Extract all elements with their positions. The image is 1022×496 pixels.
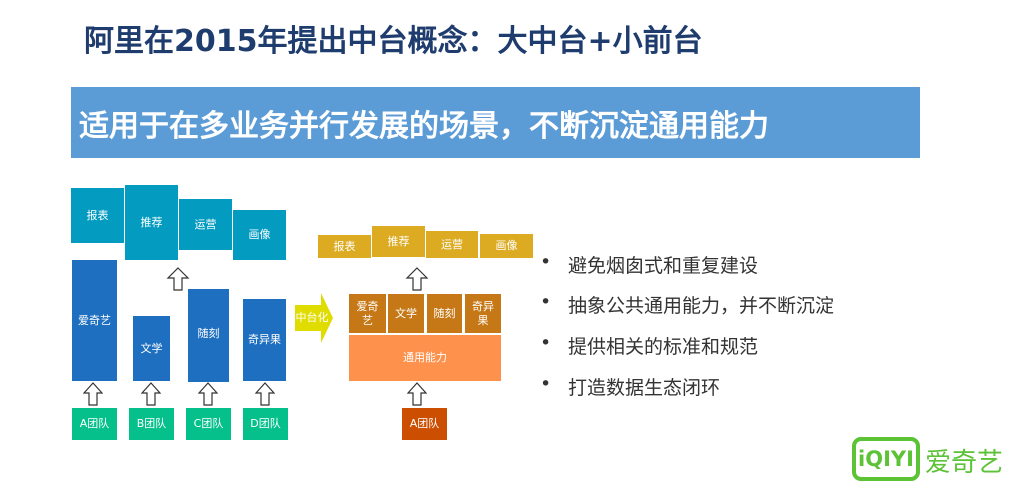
up-arrow-icon <box>166 267 190 291</box>
left-product-iqiyi: 爱奇艺 <box>72 260 117 381</box>
right-app-report: 报表 <box>318 235 371 258</box>
page-title: 阿里在2015年提出中台概念：大中台+小前台 <box>84 24 703 59</box>
right-app-profile: 画像 <box>480 234 533 258</box>
right-product-qiyiguo: 奇异果 <box>465 294 501 333</box>
transform-label: 中台化 <box>295 311 329 324</box>
up-arrow-icon <box>198 382 218 406</box>
right-product-iqiyi: 爱奇艺 <box>349 294 386 333</box>
up-arrow-icon <box>255 382 275 406</box>
right-app-recommend: 推荐 <box>372 226 425 257</box>
right-team-a: A团队 <box>402 408 447 440</box>
left-product-literature: 文学 <box>133 316 170 381</box>
left-product-suike: 随刻 <box>188 289 229 382</box>
right-product-suike: 随刻 <box>427 294 462 333</box>
left-team-d: D团队 <box>243 408 288 440</box>
left-team-c: C团队 <box>186 408 231 440</box>
left-app-operation: 运营 <box>179 199 232 250</box>
iqiyi-logo-text: 爱奇艺 <box>925 448 1004 478</box>
right-product-literature: 文学 <box>388 294 424 333</box>
up-arrow-icon <box>83 382 103 406</box>
up-arrow-icon <box>405 267 429 291</box>
transform-arrow-icon <box>295 293 333 343</box>
left-team-a: A团队 <box>72 408 117 440</box>
banner: 适用于在多业务并行发展的场景，不断沉淀通用能力 <box>71 87 920 158</box>
left-app-profile: 画像 <box>233 210 286 260</box>
up-arrow-icon <box>407 382 427 406</box>
left-product-qiyiguo: 奇异果 <box>243 299 286 381</box>
right-app-operation: 运营 <box>426 231 478 258</box>
iqiyi-logo-mark: iQIYI <box>852 437 920 481</box>
left-app-recommend: 推荐 <box>125 185 178 260</box>
common-capability: 通用能力 <box>349 335 501 381</box>
left-app-report: 报表 <box>71 188 124 243</box>
left-team-b: B团队 <box>129 408 174 440</box>
up-arrow-icon <box>141 382 161 406</box>
